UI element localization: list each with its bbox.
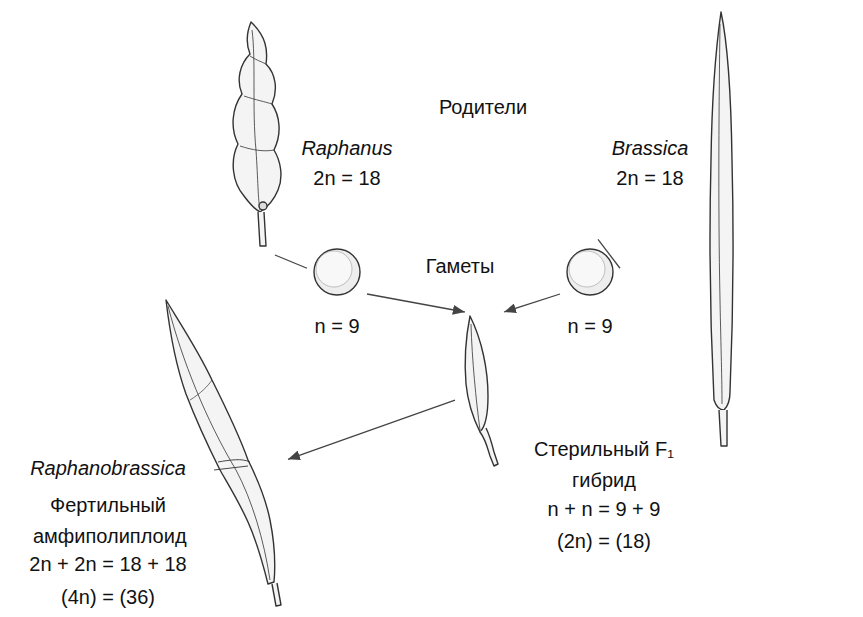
species-name: n = 9 <box>567 314 612 338</box>
chromosome-formula: Фертильный амфиполиплоид <box>33 490 183 552</box>
chromosome-formula: (4n) = (36) <box>61 585 155 609</box>
descent-arrow <box>367 294 465 312</box>
raphanus-pod <box>233 22 281 246</box>
stage-label: Родители <box>439 95 527 119</box>
parent-species: Raphanus 2n = 18 <box>225 15 410 255</box>
chromosome-formula: 2n = 18 <box>313 166 380 190</box>
descent-arrow <box>288 400 455 459</box>
hybrid-pod <box>465 316 498 466</box>
brassica-pod <box>710 12 733 446</box>
stage-label: Гаметы <box>426 254 495 278</box>
gamete-cell: n = 9 <box>307 248 367 340</box>
gamete-circle <box>560 248 620 300</box>
gamete-cell: n = 9 <box>560 248 620 340</box>
species-name: n = 9 <box>314 314 359 338</box>
amphipolyploid-organism: RaphanobrassicaФертильный амфиполиплоид2… <box>8 295 288 611</box>
gamete-circle <box>307 248 367 300</box>
descent-arrow <box>504 294 560 312</box>
species-name: Brassica <box>612 136 689 160</box>
chromosome-formula: 2n + 2n = 18 + 18 <box>29 552 186 576</box>
hybrid-organism: Стерильный F₁ гибридn + n = 9 + 9 (2n) = … <box>455 312 700 557</box>
descent-arrow <box>275 255 307 268</box>
chromosome-formula: (2n) = (18) <box>557 529 651 553</box>
species-name: Raphanus <box>301 136 392 160</box>
species-name: Raphanobrassica <box>30 456 186 480</box>
chromosome-formula: n + n = 9 + 9 <box>548 497 661 521</box>
species-name: Стерильный F₁ гибрид <box>517 434 692 496</box>
parent-species: Brassica 2n = 18 <box>598 8 745 453</box>
chromosome-formula: 2n = 18 <box>616 166 683 190</box>
